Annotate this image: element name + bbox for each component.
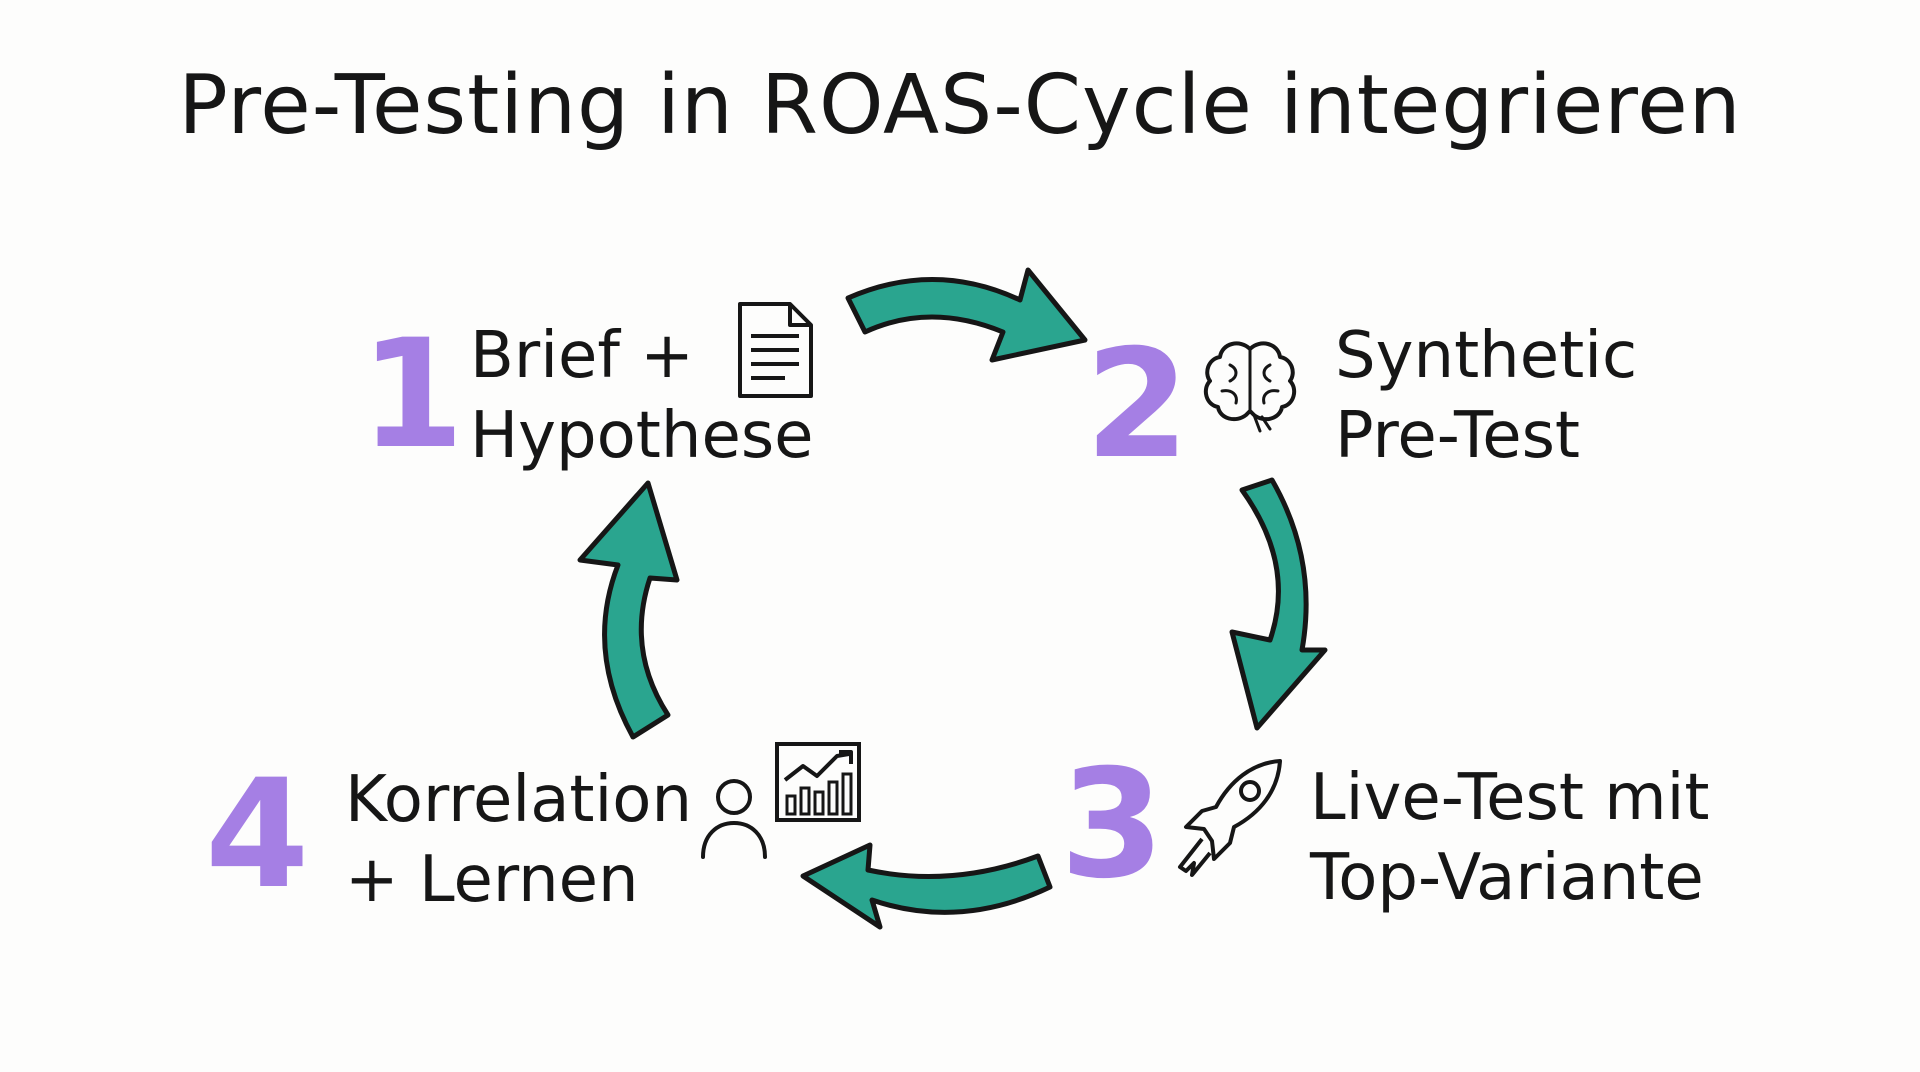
step-1-number: 1 [360,308,465,482]
step-1-line-1: Brief + [470,319,694,393]
person-icon [701,779,767,859]
arrow-step4-to-step1 [577,480,680,740]
diagram-title: Pre-Testing in ROAS-Cycle integrieren [178,58,1742,153]
step-2-line-1: Synthetic [1335,319,1638,393]
step-1-line-2: Hypothese [470,399,814,473]
step-4-line-1: Korrelation [345,763,692,837]
document-icon [738,302,813,398]
brain-icon [1203,341,1297,433]
step-3-line-1: Live-Test mit [1310,761,1710,835]
step-1-label: Brief + Hypothese [470,316,814,476]
step-4-line-2: + Lernen [345,843,639,917]
step-2-number: 2 [1085,318,1190,492]
step-2-label: Synthetic Pre-Test [1335,316,1637,476]
step-3-label: Live-Test mit Top-Variante [1310,758,1710,918]
bar-chart-icon [775,742,861,822]
step-4-number: 4 [205,748,310,922]
step-3-line-2: Top-Variante [1310,841,1704,915]
arrow-step2-to-step3 [1229,477,1328,731]
rocket-icon [1178,759,1282,877]
arrow-step3-to-step4 [800,842,1053,930]
arrow-step1-to-step2 [845,267,1088,363]
step-3-number: 3 [1060,738,1165,912]
step-2-line-2: Pre-Test [1335,399,1580,473]
step-4-label: Korrelation + Lernen [345,760,692,920]
